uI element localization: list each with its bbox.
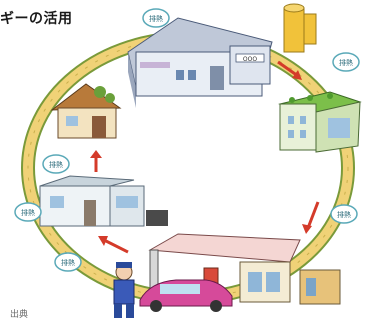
flow-arrow-4 [90, 150, 102, 172]
svg-text:排熱: 排熱 [149, 14, 163, 23]
svg-text:排熱: 排熱 [337, 210, 351, 219]
badge-3: 排熱 [330, 204, 358, 224]
badge-4: 排熱 [54, 252, 82, 272]
svg-text:排熱: 排熱 [49, 160, 63, 169]
factory-sign: OOO [243, 56, 257, 63]
svg-text:排熱: 排熱 [339, 58, 353, 67]
footer-caption: 出典 [10, 310, 29, 320]
badge-2: 排熱 [332, 52, 360, 72]
green-roof-building [278, 91, 362, 153]
modern-house [39, 175, 168, 227]
factory-building: OOO [127, 17, 273, 108]
svg-text:排熱: 排熱 [61, 258, 75, 267]
svg-text:排熱: 排熱 [21, 208, 35, 217]
flow-arrow-1 [277, 60, 302, 80]
car [139, 279, 233, 312]
attendant-person [113, 262, 135, 318]
badge-1: 排熱 [142, 8, 170, 28]
badge-5: 排熱 [42, 154, 70, 174]
gas-station [148, 233, 341, 305]
flow-arrow-3 [98, 236, 129, 254]
page-title: ギーの活用 [0, 11, 73, 27]
silo-tower [283, 3, 317, 53]
badge-6: 排熱 [14, 202, 42, 222]
flow-arrow-2 [302, 201, 320, 234]
traditional-house [50, 83, 122, 139]
